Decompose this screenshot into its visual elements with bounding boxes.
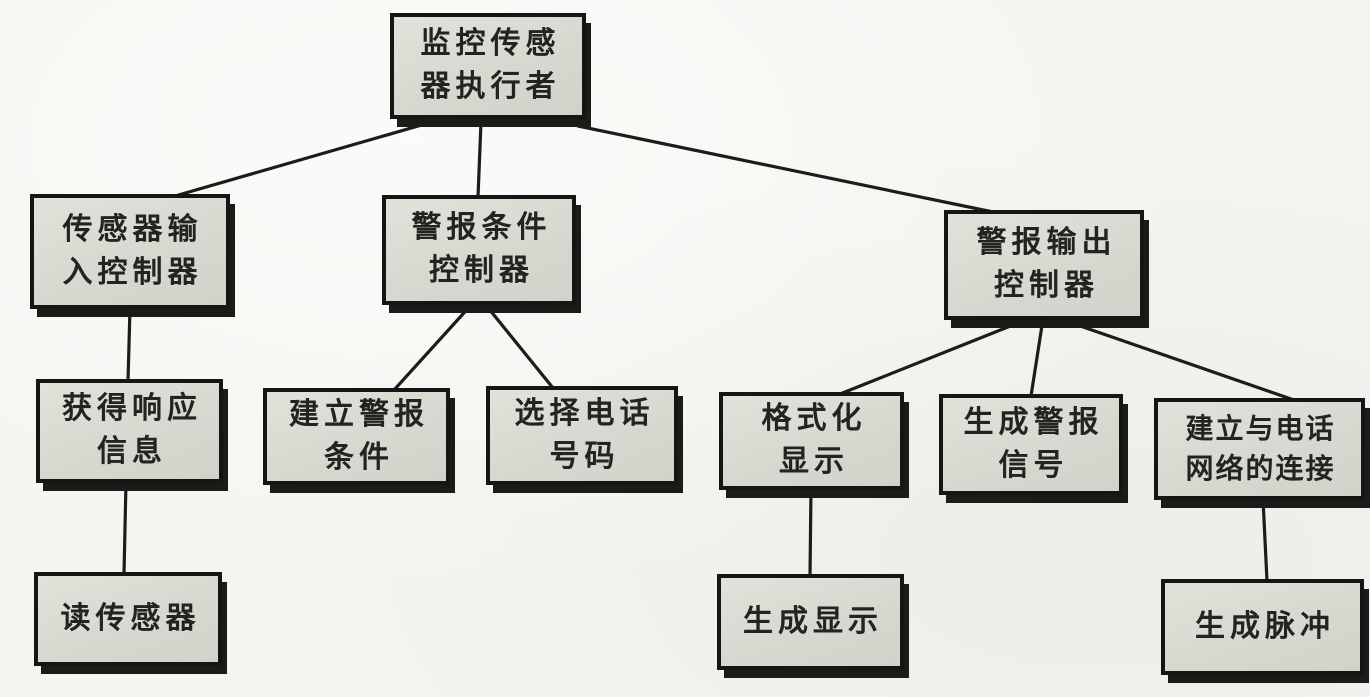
edge-get-response-read-sensor	[122, 480, 128, 576]
node-monitor-sensor-executor: 监控传感 器执行者	[390, 13, 586, 119]
edge-root-sensor-input	[173, 120, 434, 198]
edge-alarm-output-gen-alarm-signal	[1029, 317, 1045, 398]
node-read-sensor: 读传感器	[34, 572, 222, 666]
node-label: 号码	[549, 438, 620, 474]
node-label: 控制器	[994, 268, 1099, 303]
node-label: 建立与电话	[1185, 412, 1336, 446]
edge-establish-network-gen-pulse	[1261, 497, 1269, 583]
node-label: 器执行者	[420, 69, 561, 104]
edge-alarm-output-establish-network	[1058, 317, 1296, 402]
node-select-phone-number: 选择电话 号码	[486, 386, 678, 485]
node-label: 建立警报	[289, 396, 429, 432]
node-label: 条件	[324, 439, 394, 475]
edge-format-display-gen-display	[808, 487, 813, 578]
node-format-display: 格式化 显示	[719, 392, 904, 490]
node-label: 获得响应	[62, 391, 202, 427]
node-label: 警报输出	[976, 225, 1117, 261]
node-label: 监控传感	[420, 26, 561, 62]
node-label: 网络的连接	[1185, 452, 1336, 485]
node-label: 选择电话	[514, 395, 655, 431]
node-label: 警报条件	[411, 210, 552, 246]
node-establish-phone-network-connection: 建立与电话 网络的连接	[1154, 398, 1365, 500]
node-label: 生成脉冲	[1195, 608, 1335, 644]
node-sensor-input-controller: 传感器输 入控制器	[30, 194, 230, 309]
node-generate-display: 生成显示	[717, 574, 904, 670]
node-label: 读传感器	[60, 600, 201, 636]
edge-alarm-output-format-display	[838, 317, 1030, 396]
node-alarm-condition-controller: 警报条件 控制器	[382, 195, 576, 305]
edge-sensor-input-get-response	[126, 306, 132, 383]
node-label: 信号	[998, 447, 1069, 483]
node-label: 控制器	[429, 253, 534, 288]
edge-root-alarm-output	[576, 124, 995, 214]
edge-alarm-condition-select-phone	[483, 302, 555, 390]
node-establish-alarm-condition: 建立警报 条件	[263, 388, 450, 485]
node-label: 生成警报	[963, 404, 1104, 440]
node-get-response-info: 获得响应 信息	[36, 379, 223, 483]
node-label: 信息	[97, 434, 167, 469]
node-label: 传感器输	[62, 211, 203, 247]
node-label: 显示	[779, 444, 849, 479]
node-alarm-output-controller: 警报输出 控制器	[944, 210, 1144, 320]
edge-root-alarm-condition	[476, 120, 483, 199]
node-generate-alarm-signal: 生成警报 信号	[939, 394, 1123, 495]
node-label: 入控制器	[62, 254, 203, 290]
node-label: 格式化	[761, 401, 867, 437]
node-generate-pulse: 生成脉冲	[1161, 579, 1364, 675]
node-label: 生成显示	[743, 603, 883, 639]
edge-alarm-condition-establish-cond	[392, 302, 474, 392]
